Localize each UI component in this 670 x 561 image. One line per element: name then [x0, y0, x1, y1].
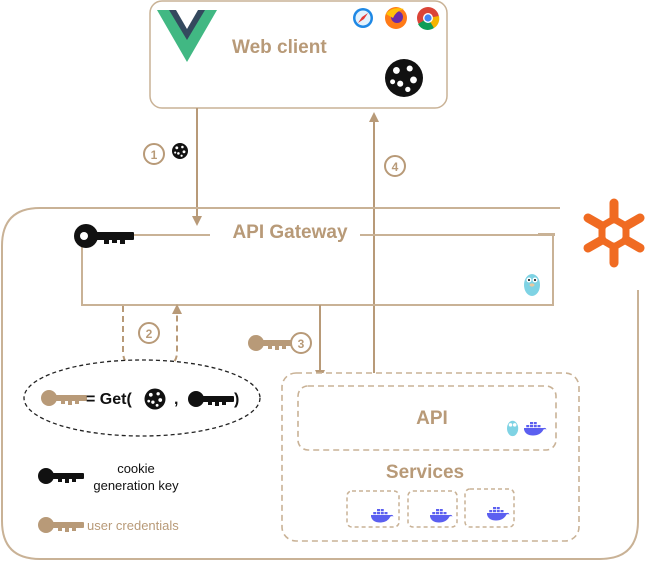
step-2: 2: [138, 322, 160, 344]
web-client-box: Web client: [149, 0, 448, 109]
key-icon: [38, 517, 84, 533]
cookie-icon: [144, 388, 166, 410]
step-3: 3: [290, 332, 312, 354]
gopher-icon: [507, 420, 519, 437]
api-label: API: [416, 408, 448, 429]
vue-logo-icon: [157, 10, 217, 62]
gopher-icon: [524, 274, 540, 296]
snowflake-logo-icon: [583, 198, 645, 268]
firefox-icon: [385, 7, 407, 29]
api-gateway-box: API Gateway: [74, 222, 555, 306]
api-box: [297, 385, 557, 451]
cluster-container: [1, 207, 639, 560]
cookie-icon: [385, 59, 423, 97]
key-icon: [248, 335, 294, 351]
svg-text:2: 2: [146, 327, 153, 341]
step-1: 1: [143, 143, 165, 165]
service-box: [346, 490, 400, 528]
svg-text:3: 3: [298, 337, 305, 351]
legend-user-credentials: user credentials: [87, 518, 179, 533]
chrome-icon: [417, 7, 440, 30]
legend: cookie generation key user credentials: [38, 461, 179, 533]
step-4: 4: [384, 155, 406, 177]
legend-cookie-key-line2: generation key: [93, 478, 179, 493]
key-icon: [74, 224, 134, 248]
legend-cookie-key-line1: cookie: [117, 461, 155, 476]
formula-get: = Get(: [86, 391, 132, 408]
formula-close: ): [234, 391, 239, 408]
formula-comma: ,: [174, 391, 178, 408]
svg-text:1: 1: [151, 148, 158, 162]
safari-icon: [353, 8, 373, 28]
key-icon: [38, 468, 84, 484]
svg-text:4: 4: [392, 160, 399, 174]
api-gateway-label: API Gateway: [232, 222, 348, 243]
service-box: [464, 488, 515, 528]
web-client-label: Web client: [232, 37, 327, 58]
services-container: API Services: [281, 372, 580, 542]
service-box: [407, 490, 458, 528]
cookie-icon: [172, 143, 188, 159]
services-label: Services: [386, 462, 464, 483]
credentials-formula: = Get( , ): [23, 359, 261, 437]
